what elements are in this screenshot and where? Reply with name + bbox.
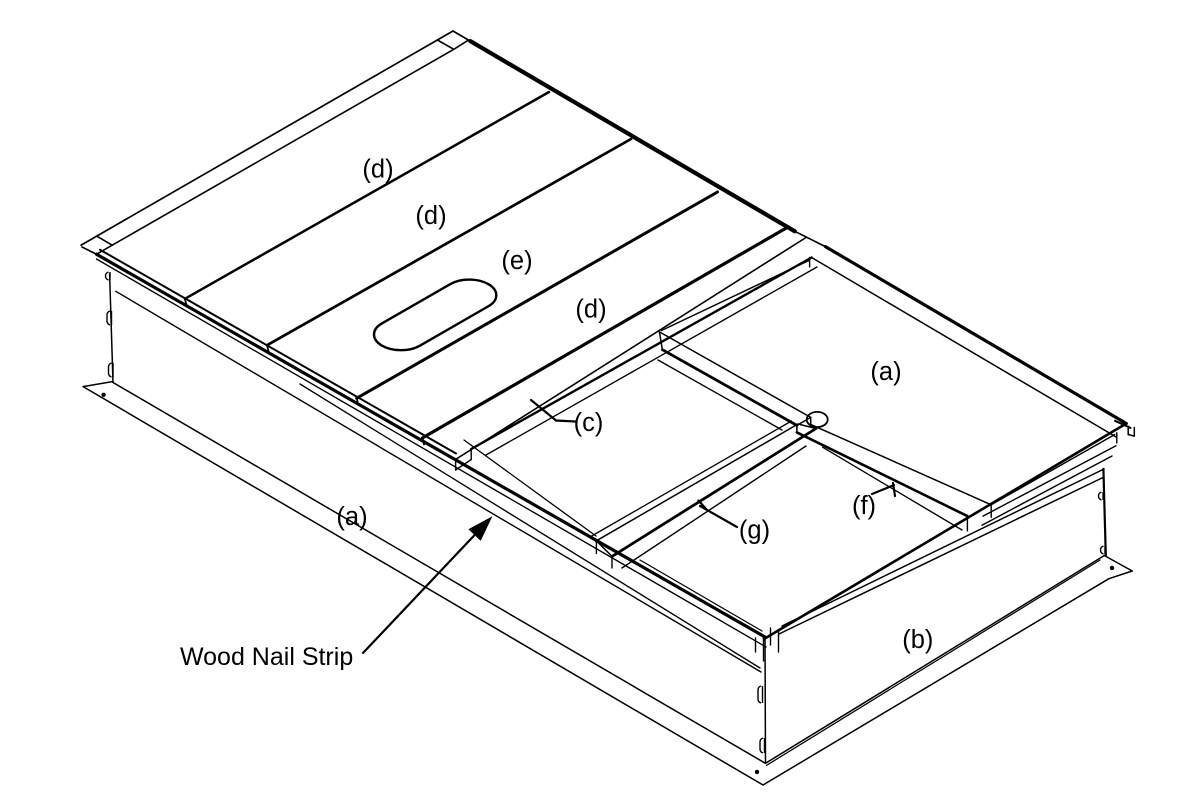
svg-text:(g): (g) [739, 517, 770, 545]
svg-text:Wood Nail Strip: Wood Nail Strip [180, 643, 353, 671]
svg-text:(d): (d) [575, 296, 606, 324]
svg-text:(a): (a) [870, 358, 901, 386]
svg-text:(d): (d) [415, 202, 446, 230]
svg-text:(f): (f) [852, 492, 876, 520]
svg-text:(d): (d) [362, 156, 393, 184]
svg-text:(e): (e) [501, 247, 532, 275]
svg-text:(b): (b) [902, 626, 933, 654]
svg-text:(c): (c) [574, 409, 604, 437]
svg-text:(a): (a) [336, 503, 367, 531]
